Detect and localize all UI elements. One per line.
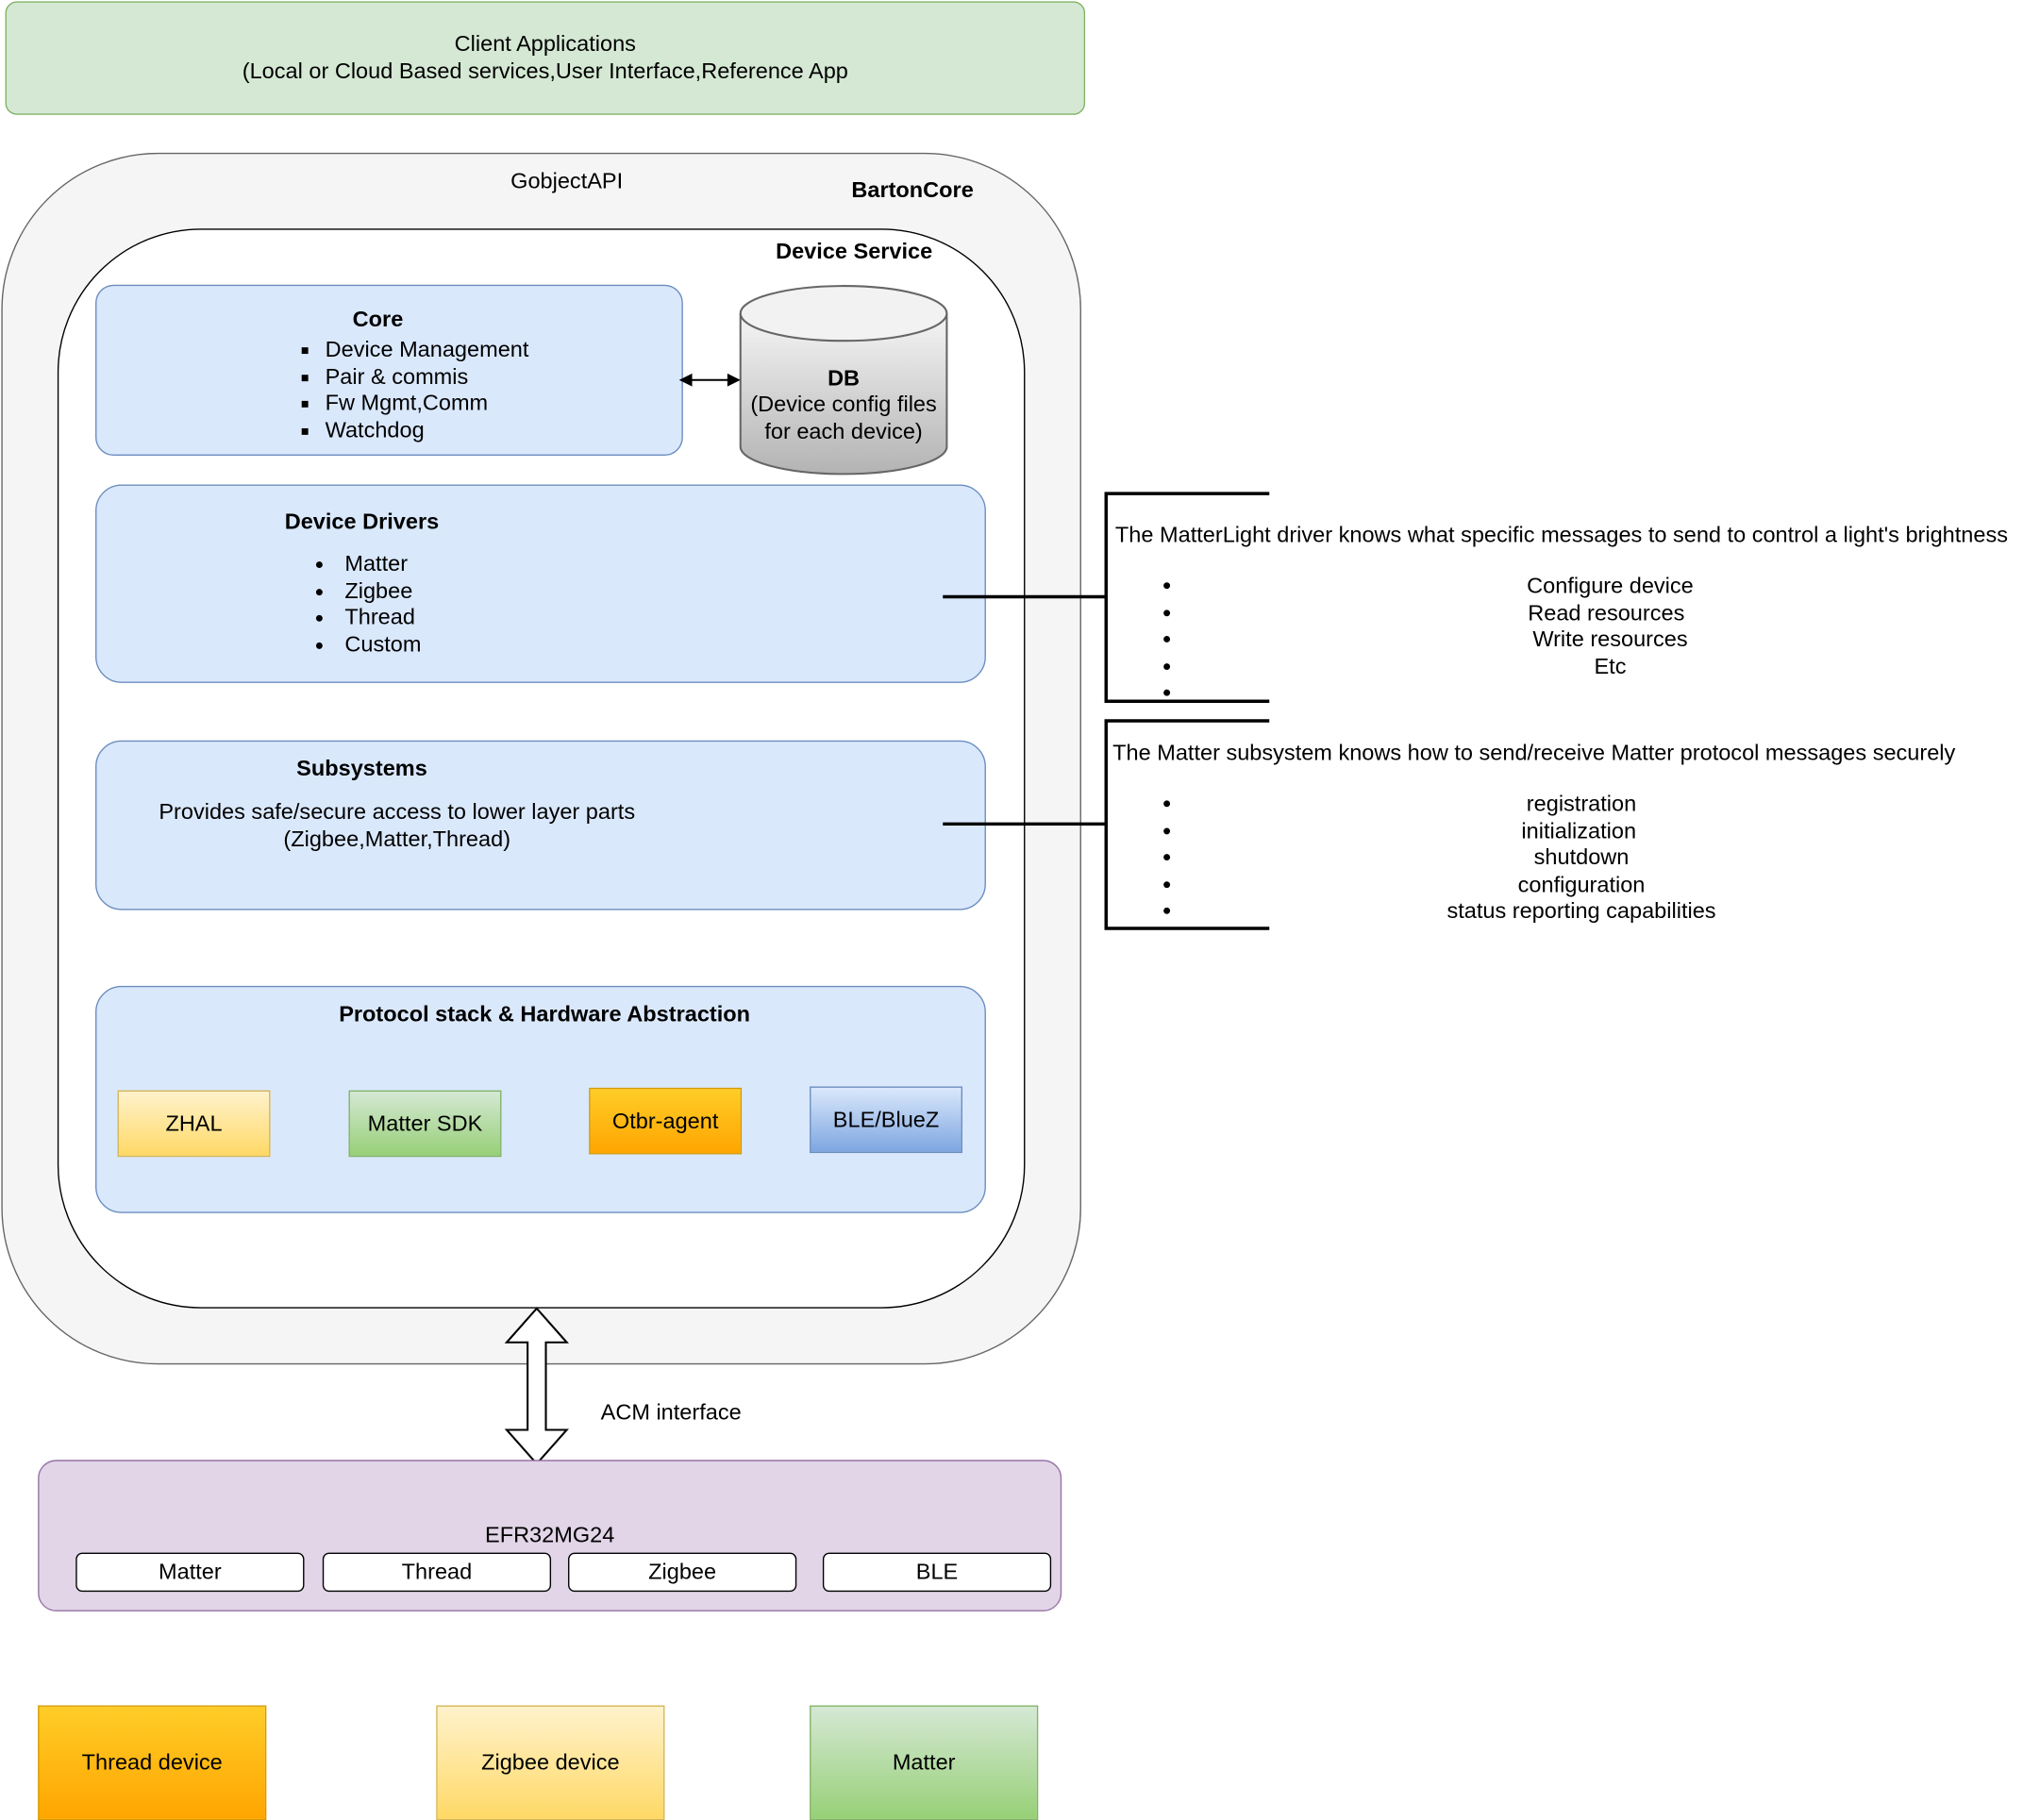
list-item: Configure device <box>1149 572 1697 598</box>
driver-note-item: Etc <box>1594 653 1627 678</box>
zhal-block: ZHAL <box>117 1090 271 1158</box>
efr-port-zigbee: Zigbee <box>568 1552 797 1593</box>
driver-note-item: Write resources <box>1532 626 1688 652</box>
list-item: registration <box>1149 790 1724 816</box>
subsystem-note-item: registration <box>1526 791 1637 816</box>
matter-device-box: Matter <box>810 1705 1039 1820</box>
device-drivers-box <box>95 484 986 683</box>
list-item: initialization <box>1149 817 1724 843</box>
driver-zigbee: Zigbee <box>344 577 413 603</box>
core-box <box>95 284 683 457</box>
db-line2: for each device) <box>764 419 923 444</box>
list-item: Zigbee <box>313 577 421 604</box>
matter-sdk-block: Matter SDK <box>348 1090 502 1158</box>
subsystem-note-item: initialization <box>1521 818 1637 843</box>
device-service-title: Device Service <box>776 239 933 264</box>
thread-device-box: Thread device <box>38 1705 267 1820</box>
core-list: Device Management Pair & commis Fw Mgmt,… <box>296 337 528 443</box>
list-item: Pair & commis <box>296 363 528 390</box>
driver-thread: Thread <box>344 604 415 630</box>
list-item: Write resources <box>1149 626 1697 652</box>
list-item: configuration <box>1149 870 1724 896</box>
bartoncore-title: BartonCore <box>851 177 974 203</box>
subsystem-note-text: The Matter subsystem knows how to send/r… <box>1112 740 1956 766</box>
list-item: Thread <box>313 605 421 631</box>
list-item: Custom <box>313 631 421 658</box>
db-title: DB <box>828 365 861 391</box>
driver-note-item: Read resources <box>1528 599 1685 626</box>
list-item: Device Management <box>296 337 528 363</box>
client-applications-box <box>5 1 1086 115</box>
drivers-list: Matter Zigbee Thread Custom <box>313 551 421 658</box>
subsystem-note-item: shutdown <box>1533 844 1630 870</box>
list-item: Matter <box>313 551 421 577</box>
subsystem-annotation-bracket <box>943 719 1270 930</box>
list-item <box>1149 679 1697 706</box>
subsystems-title: Subsystems <box>296 756 427 781</box>
list-item: Read resources <box>1149 599 1697 626</box>
subsystems-line1: Provides safe/secure access to lower lay… <box>159 799 636 825</box>
subsystems-box <box>95 740 986 910</box>
driver-custom: Custom <box>344 631 422 657</box>
client-title: Client Applications <box>454 31 636 57</box>
protocol-stack-title: Protocol stack & Hardware Abstraction <box>339 1001 751 1027</box>
driver-note-item: Configure device <box>1527 573 1694 598</box>
driver-matter: Matter <box>344 551 409 576</box>
subsystem-note-item: configuration <box>1517 871 1646 897</box>
client-subtitle: (Local or Cloud Based services,User Inte… <box>242 58 848 84</box>
efr-port-matter: Matter <box>75 1552 305 1593</box>
efr-port-ble: BLE <box>822 1552 1052 1593</box>
list-item: Fw Mgmt,Comm <box>296 391 528 417</box>
list-item: shutdown <box>1149 843 1724 870</box>
subsystem-note-item: status reporting capabilities <box>1446 898 1716 924</box>
subsystems-line2: (Zigbee,Matter,Thread) <box>283 827 511 852</box>
db-line1: (Device config files <box>750 392 937 417</box>
list-item: Watchdog <box>296 417 528 443</box>
acm-interface-label: ACM interface <box>600 1399 742 1425</box>
acm-double-arrow <box>504 1307 569 1466</box>
driver-annotation-bracket <box>943 492 1270 703</box>
core-title: Core <box>352 307 404 332</box>
ble-bluez-block: BLE/BlueZ <box>810 1086 963 1154</box>
efr-port-thread: Thread <box>322 1552 552 1593</box>
core-db-arrow <box>678 373 741 387</box>
otbr-agent-block: Otbr-agent <box>589 1087 743 1155</box>
device-drivers-title: Device Drivers <box>284 509 440 535</box>
efr32mg24-title: EFR32MG24 <box>485 1522 615 1548</box>
list-item: status reporting capabilities <box>1149 897 1724 924</box>
driver-note-text: The MatterLight driver knows what specif… <box>1114 522 2009 547</box>
list-item: Etc <box>1149 652 1697 678</box>
zigbee-device-box: Zigbee device <box>436 1705 665 1820</box>
gobject-api-label: GobjectAPI <box>510 168 624 193</box>
